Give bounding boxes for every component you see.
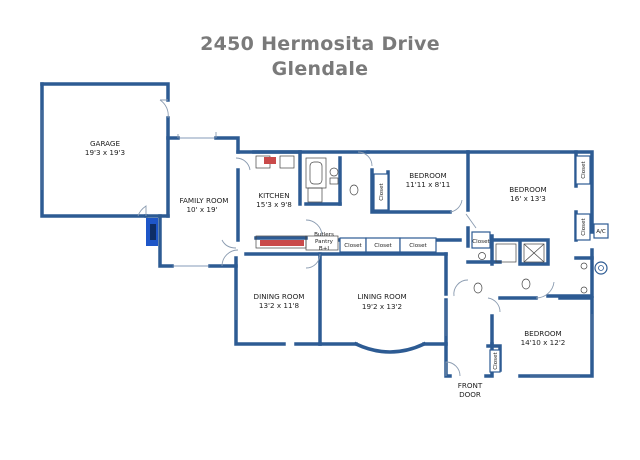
ac-unit-box bbox=[593, 223, 609, 239]
kitchen-name: KITCHEN bbox=[258, 191, 289, 200]
closet-label-bedroom-2b: Closet bbox=[581, 217, 587, 235]
bedroom-2-walls bbox=[466, 150, 594, 298]
appliances bbox=[146, 157, 304, 246]
dining-room-dims: 13'2 x 11'8 bbox=[259, 301, 300, 310]
closet-label-bedroom-2a: Closet bbox=[581, 160, 587, 178]
water-heater-inner-icon bbox=[598, 265, 604, 271]
fixtures bbox=[255, 155, 588, 294]
closet-label-hall-1: Closet bbox=[344, 243, 362, 249]
bedroom-1-dims: 11'11 x 8'11 bbox=[406, 180, 451, 189]
bedroom-3-name: BEDROOM bbox=[524, 329, 562, 338]
kitchen-walls bbox=[236, 150, 470, 242]
bedroom-3-dims: 14'10 x 12'2 bbox=[521, 338, 566, 347]
closet-label-hall-2: Closet bbox=[374, 243, 392, 249]
windows bbox=[41, 110, 593, 377]
water-heater-icon bbox=[594, 261, 608, 275]
kitchen-dims: 15'3 x 9'8 bbox=[256, 200, 292, 209]
garage-dims: 19'3 x 19'3 bbox=[85, 148, 125, 157]
family-room-walls bbox=[158, 136, 240, 268]
pantry-label-1: Butlers bbox=[314, 232, 334, 238]
family-room-name: FAMILY ROOM bbox=[180, 196, 229, 205]
living-room-dims: 19'2 x 13'2 bbox=[362, 302, 402, 311]
dining-room-name: DINING ROOM bbox=[254, 292, 305, 301]
ac-label: A/C bbox=[596, 229, 606, 235]
city-title: Glendale bbox=[271, 58, 369, 80]
dining-living-walls bbox=[234, 252, 452, 378]
front-door-label-2: DOOR bbox=[459, 390, 481, 399]
garage-name: GARAGE bbox=[90, 139, 121, 148]
bedroom-1-name: BEDROOM bbox=[409, 171, 447, 180]
bedroom-2-name: BEDROOM bbox=[509, 185, 547, 194]
pantry-label-2: Pantry bbox=[315, 239, 334, 245]
closet-label-bedroom-1: Closet bbox=[379, 182, 385, 200]
door-swings bbox=[137, 99, 555, 377]
address-title: 2450 Hermosita Drive bbox=[200, 33, 440, 55]
family-room-dims: 10' x 19' bbox=[186, 205, 217, 214]
living-room-name: LINING ROOM bbox=[357, 292, 406, 301]
pantry-label-3: B+I bbox=[319, 246, 330, 252]
closet-label-bedroom-3: Closet bbox=[493, 351, 499, 369]
closet-label-hall-3: Closet bbox=[409, 243, 427, 249]
front-door-label-1: FRONT bbox=[458, 381, 483, 390]
closets bbox=[339, 155, 591, 373]
closet-label-bath: Closet bbox=[472, 239, 490, 245]
bedroom-2-dims: 16' x 13'3 bbox=[510, 194, 546, 203]
